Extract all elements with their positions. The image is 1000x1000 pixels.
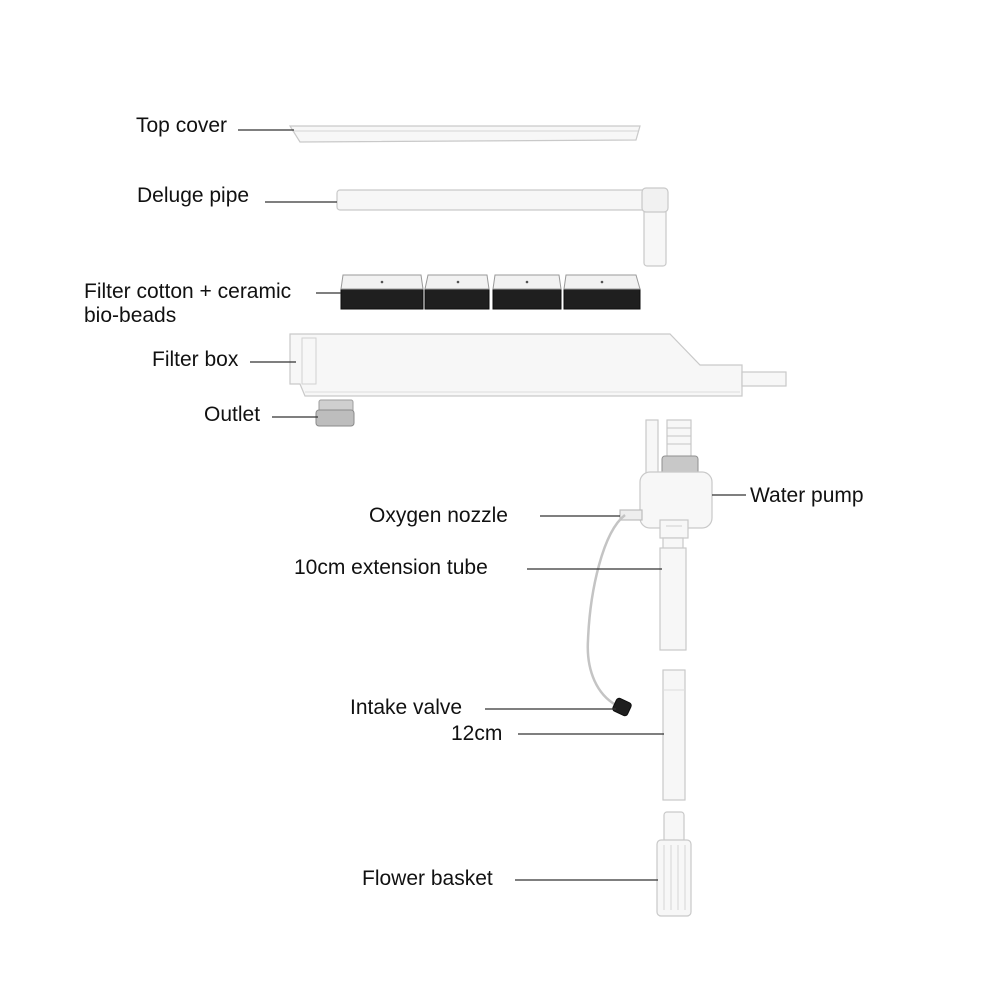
outlet-label: Outlet bbox=[204, 403, 261, 426]
filter-media-label-line1: Filter cotton + ceramic bbox=[84, 280, 292, 303]
leader-lines bbox=[238, 129, 746, 881]
oxygen-nozzle-label: Oxygen nozzle bbox=[369, 504, 508, 527]
flower-basket-label: Flower basket bbox=[362, 867, 493, 890]
top-cover-part bbox=[288, 125, 641, 143]
intake-valve-part bbox=[612, 697, 632, 717]
filter-media-block bbox=[563, 274, 641, 310]
extension-tube-label: 10cm extension tube bbox=[294, 556, 488, 579]
outlet-part bbox=[315, 399, 355, 427]
tube-12cm-part bbox=[662, 669, 686, 801]
intake-valve-label: Intake valve bbox=[350, 696, 463, 719]
flower-basket-part bbox=[656, 811, 692, 917]
top-cover-label: Top cover bbox=[136, 114, 228, 137]
water-pump-label: Water pump bbox=[750, 484, 864, 507]
length-12cm-label: 12cm bbox=[451, 722, 503, 745]
filter-box-part bbox=[289, 333, 787, 397]
filter-media-block bbox=[340, 274, 424, 310]
air-tube-part bbox=[586, 514, 626, 707]
deluge-pipe-part bbox=[336, 187, 669, 267]
filter-media-block bbox=[492, 274, 562, 310]
water-pump-part bbox=[619, 419, 713, 539]
deluge-pipe-label: Deluge pipe bbox=[137, 184, 250, 207]
filter-media-block bbox=[424, 274, 490, 310]
filter-media-blocks bbox=[340, 274, 641, 310]
filter-media-label-line2: bio-beads bbox=[84, 304, 177, 327]
filter-box-label: Filter box bbox=[152, 348, 239, 371]
extension-tube-part bbox=[659, 537, 687, 651]
